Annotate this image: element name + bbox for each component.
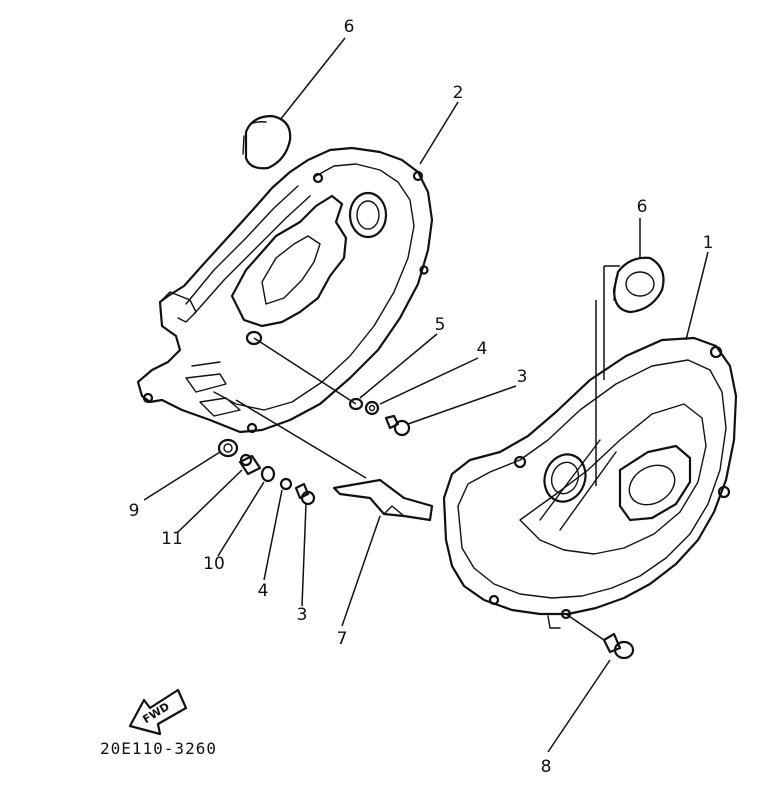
part-10-washer [260,465,276,483]
callout-labels: 6 2 6 1 5 4 3 9 11 10 4 3 7 8 [129,17,714,777]
callout-5: 5 [435,315,446,335]
part-3-screw-upper [384,414,411,437]
callout-6-upper: 6 [344,17,355,37]
assembly-guide-lines [235,265,620,641]
part-3-screw-lower [294,482,316,506]
part-6-cap-upper [242,114,292,170]
callout-11: 11 [161,529,183,549]
callout-3-lower: 3 [297,605,308,625]
part-4-washer-upper [364,400,380,416]
callout-10: 10 [203,554,225,574]
part-11-collar [238,453,262,476]
part-4-washer-lower [279,477,293,491]
callout-leaders [143,37,709,753]
callout-8: 8 [541,757,552,777]
part-7-guide [332,478,434,522]
callout-2: 2 [453,83,464,103]
part-9-grommet [217,438,239,458]
part-8-plug [602,632,635,660]
part-2-inner-cover [136,146,434,434]
drawing-code: 20E110-3260 [100,739,217,758]
callout-9: 9 [129,501,140,521]
part-6-cap-right [612,256,665,314]
part-1-outer-cover [442,336,738,629]
fwd-arrow: FWD [128,688,188,736]
callout-1: 1 [703,233,714,253]
part-5-washer [348,397,364,411]
callout-7: 7 [337,629,348,649]
callout-4-upper: 4 [477,339,488,359]
callout-6-right: 6 [637,197,648,217]
callout-4-lower: 4 [258,581,269,601]
callout-3-upper: 3 [517,367,528,387]
